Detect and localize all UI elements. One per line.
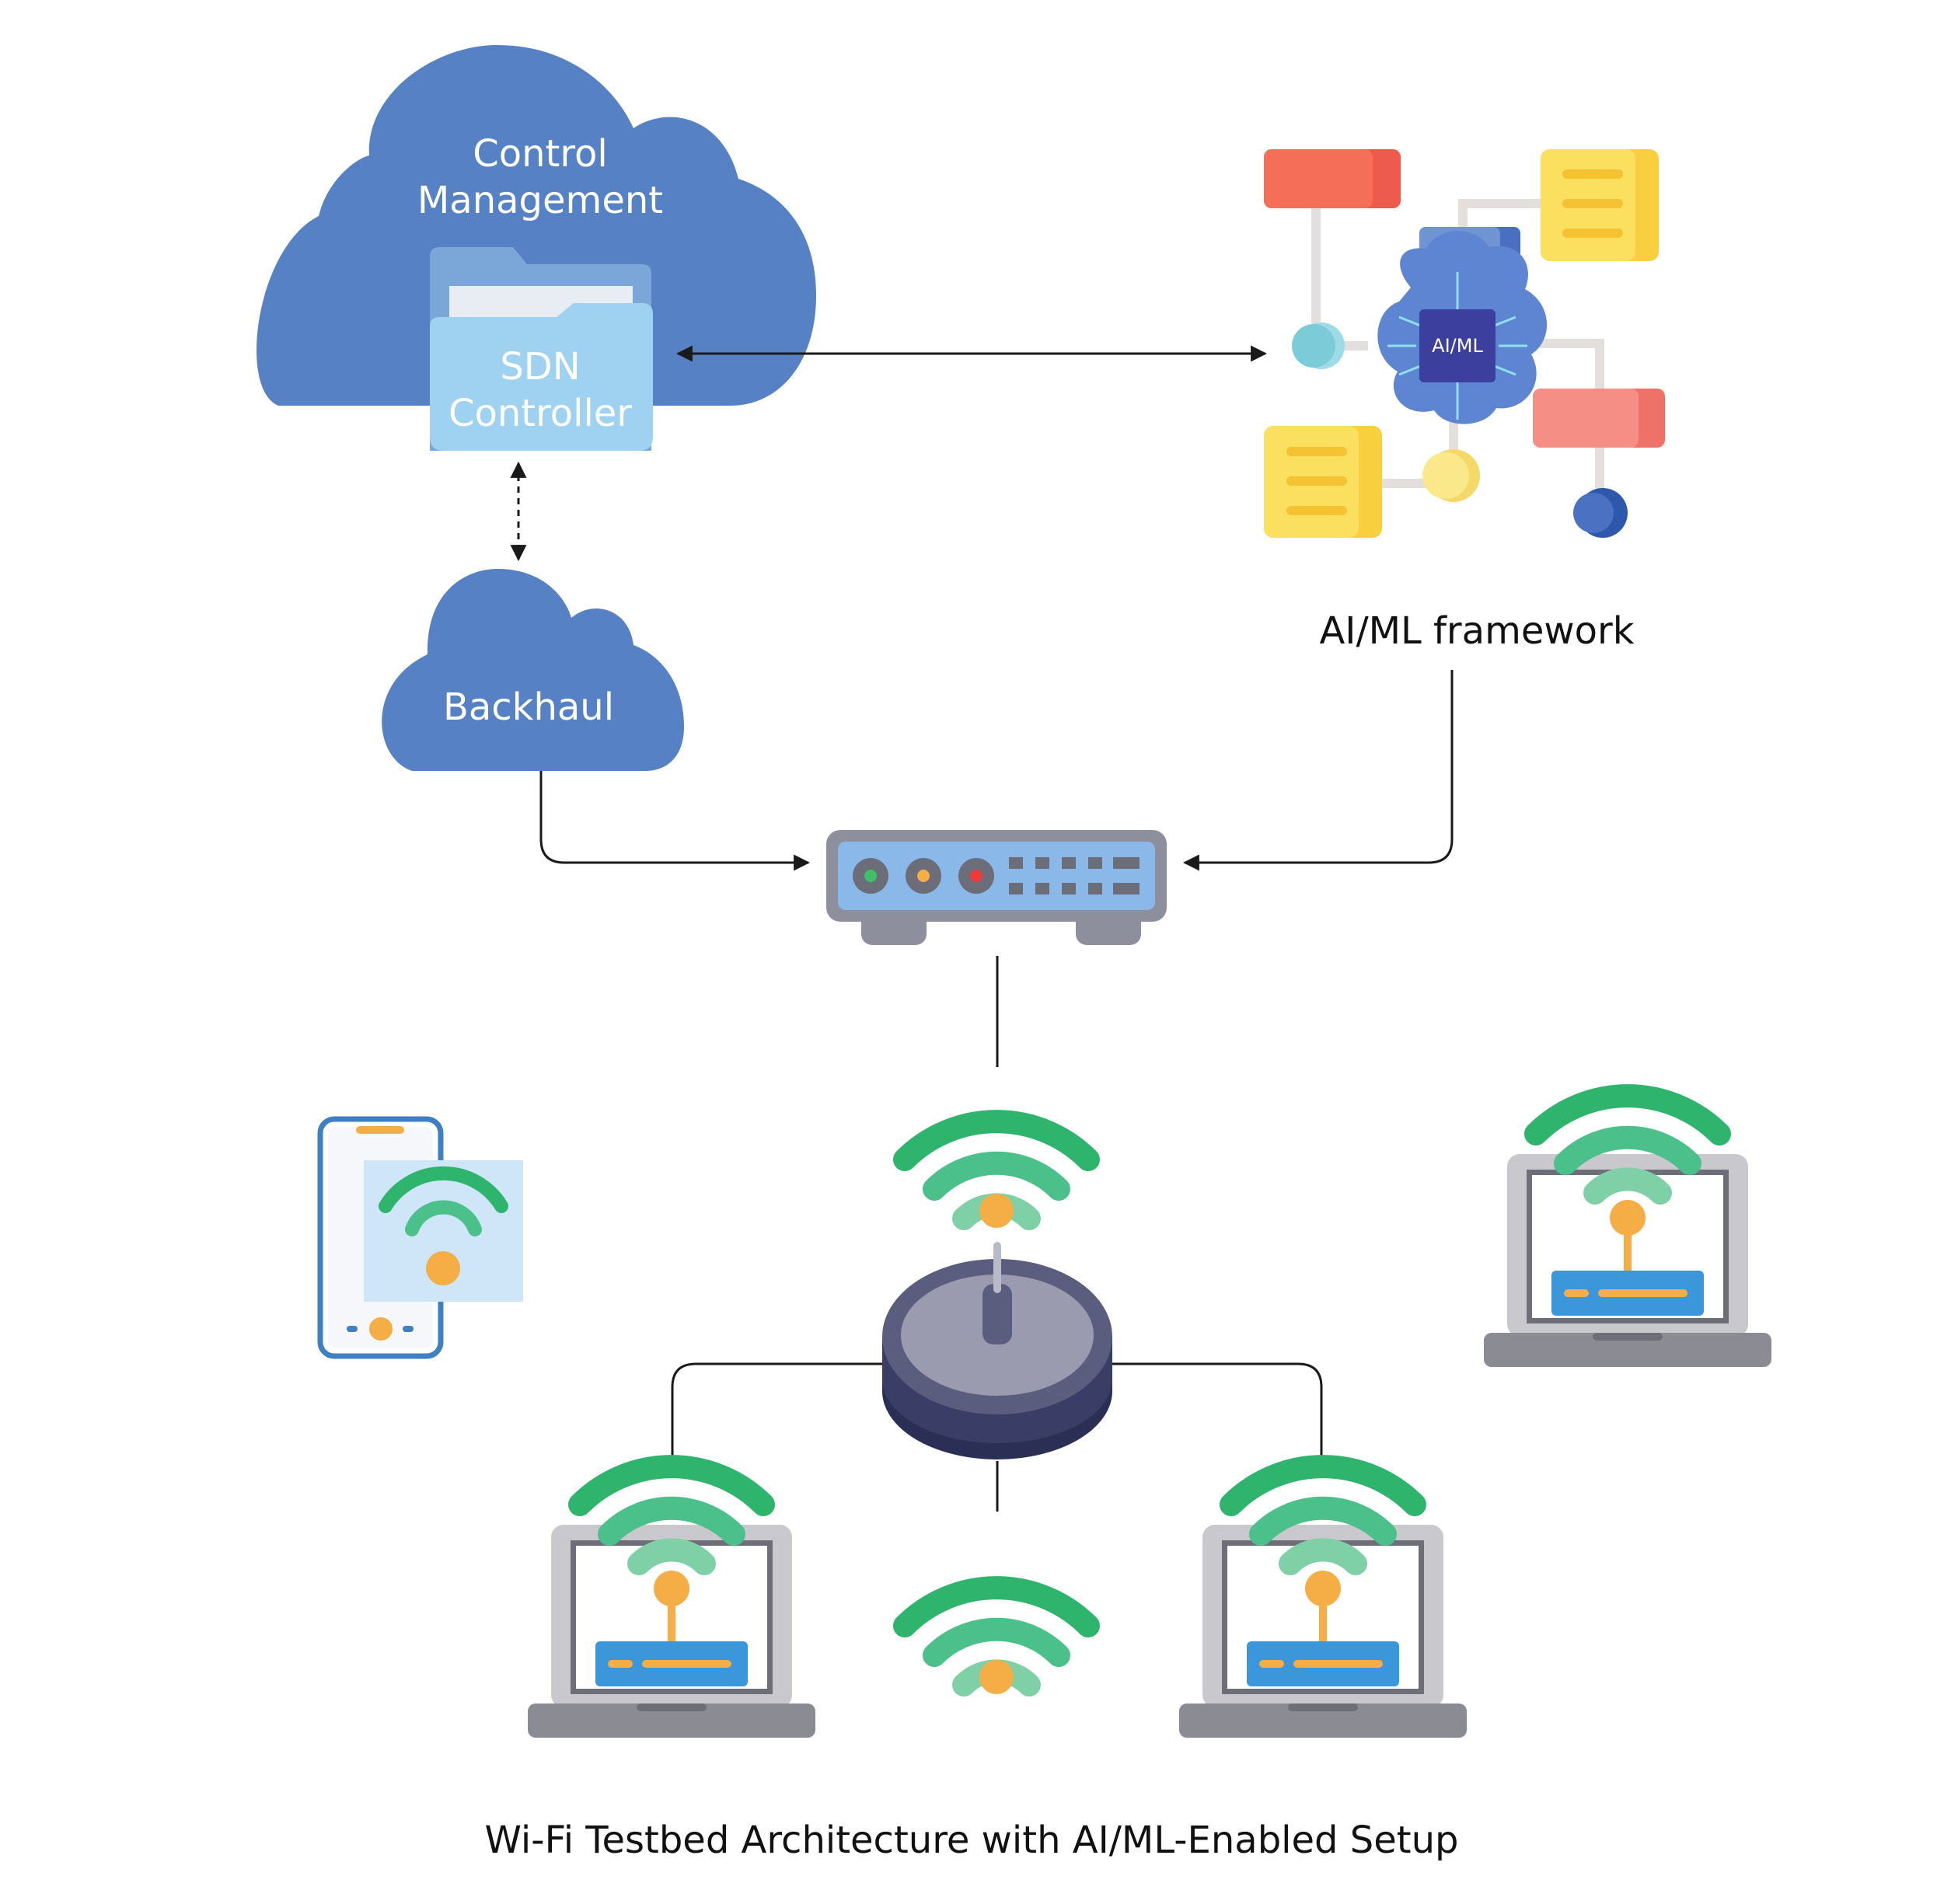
backhaul-label: Backhaul [442,685,615,729]
laptop-icon [528,1466,815,1738]
laptop-top-right [1484,1096,1771,1367]
wifi-signal-icon [905,1121,1088,1228]
backhaul-cloud-icon [382,569,684,771]
router-right-laptop-link [1110,1362,1323,1469]
control-management-label: Control Management [326,131,754,224]
brain-chip-icon [1264,149,1665,538]
cloud-icon [257,45,817,406]
folder-icon [430,247,653,451]
laptop-bottom-left [528,1466,815,1738]
cloud-title-line1: Control [473,132,608,176]
aiml-switch-link [1182,670,1454,871]
laptop-icon [1484,1096,1771,1367]
sdn-controller-label: SDN Controller [430,343,651,437]
aiml-framework-label: AI/ML framework [1319,609,1635,653]
sdn-title-line2: Controller [448,392,633,435]
wifi-signal-bottom-icon [905,1588,1088,1694]
cloud-title-line2: Management [417,179,664,222]
aiml-chip-label: AI/ML [1432,335,1483,357]
laptop-icon [1179,1466,1467,1738]
sdn-title-line1: SDN [500,345,581,389]
network-switch-icon [826,830,1167,945]
diagram-caption: Wi-Fi Testbed Architecture with AI/ML-En… [484,1819,1459,1862]
router-left-laptop-link [671,1362,885,1469]
wifi-router-icon [882,1242,1112,1459]
smartphone-icon [317,1116,523,1359]
laptop-bottom-right [1179,1466,1467,1738]
backhaul-switch-link [539,771,811,871]
